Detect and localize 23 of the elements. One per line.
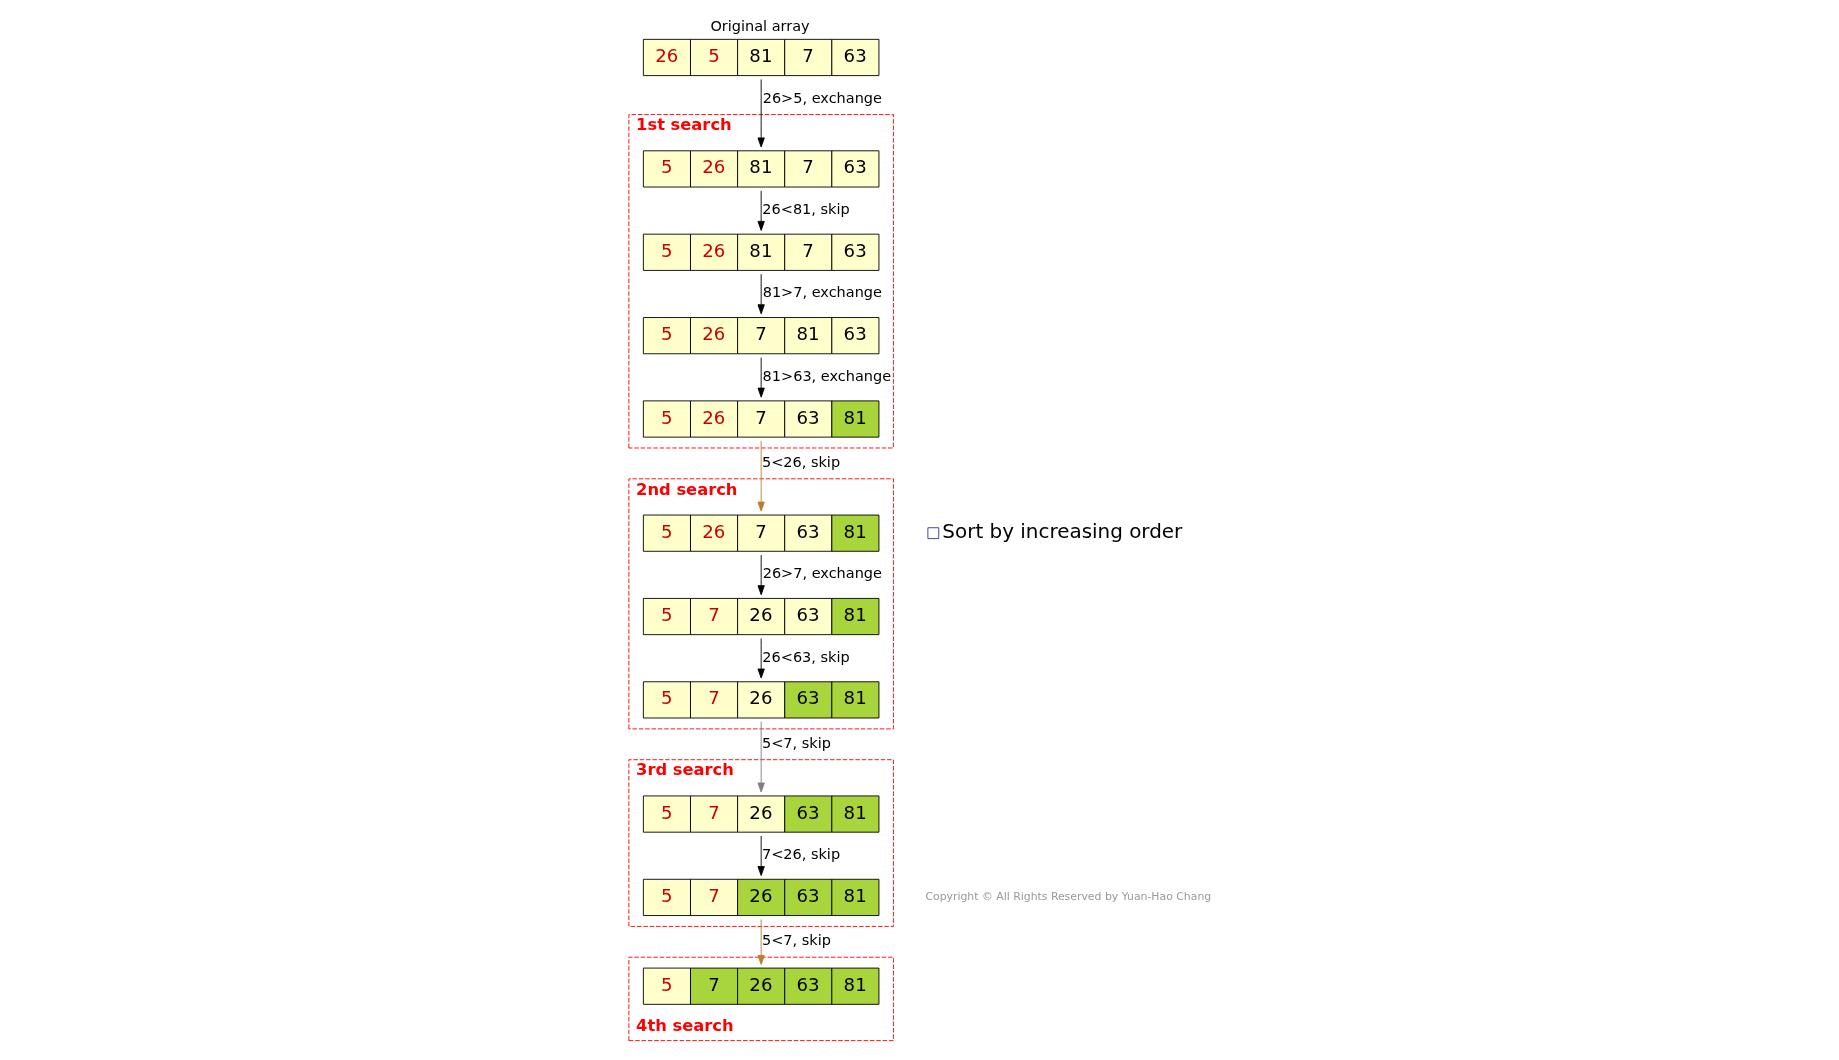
edge-label: 26<63, skip (762, 648, 850, 665)
arrow (757, 835, 765, 877)
arrow (757, 440, 765, 512)
label: Copyright © All Rights Reserved by Yuan-Hao Chang (925, 890, 1212, 904)
edge-label: 5<7, skip (762, 932, 831, 949)
edge-label: 81>63, exchange (762, 367, 892, 384)
arrow (757, 79, 765, 148)
label: Sort by increasing order (942, 520, 1183, 544)
node-label: Original array (710, 18, 810, 35)
arrow (757, 190, 765, 231)
edge-label: 81>7, exchange (762, 284, 882, 301)
arrow (757, 357, 765, 398)
edge-label: 5<7, skip (762, 734, 831, 751)
edge-label: 5<26, skip (761, 453, 841, 470)
edge-label: 26<81, skip (762, 201, 850, 218)
edge-label: 26>7, exchange (762, 565, 882, 582)
edge-label: 26>5, exchange (762, 89, 882, 106)
arrow (757, 554, 765, 596)
arrow (757, 918, 765, 965)
arrow (757, 273, 765, 315)
arrow (757, 721, 765, 793)
arrow (757, 638, 765, 679)
edge-label: 7<26, skip (761, 846, 841, 863)
